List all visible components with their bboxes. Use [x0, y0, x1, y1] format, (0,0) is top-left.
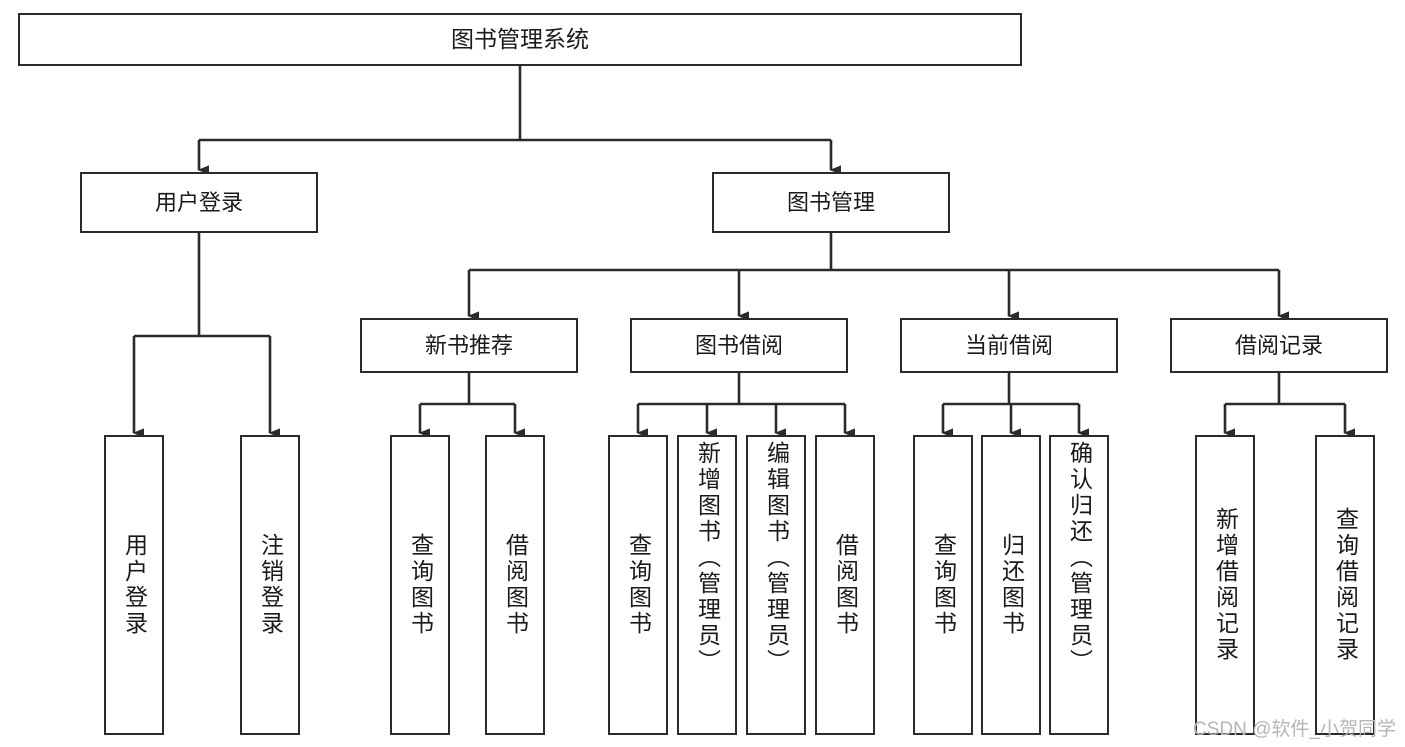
node-current-borrow[interactable]: 当前借阅	[900, 318, 1118, 373]
node-leaf-query-book-1-label: 查询图书	[407, 533, 434, 637]
csdn-watermark: CSDN @软件_小贺同学	[1193, 719, 1396, 740]
node-leaf-return-book-label: 归还图书	[998, 533, 1025, 637]
node-user-login-label: 用户登录	[154, 189, 243, 215]
node-new-book-recommend[interactable]: 新书推荐	[360, 318, 578, 373]
node-leaf-user-login-label: 用户登录	[121, 533, 148, 637]
node-leaf-borrow-book-1[interactable]: 借阅图书	[485, 435, 545, 735]
node-leaf-query-borrow-record[interactable]: 查询借阅记录	[1315, 435, 1375, 735]
node-leaf-query-borrow-record-label: 查询借阅记录	[1332, 507, 1359, 663]
node-leaf-add-book-admin-label: 新增图书（管理员）	[694, 441, 721, 675]
node-new-book-recommend-label: 新书推荐	[424, 332, 513, 358]
node-leaf-add-book-admin[interactable]: 新增图书（管理员）	[677, 435, 737, 735]
node-leaf-confirm-return-admin-label: 确认归还（管理员）	[1066, 441, 1093, 675]
node-book-management[interactable]: 图书管理	[712, 172, 950, 233]
node-leaf-edit-book-admin[interactable]: 编辑图书（管理员）	[746, 435, 806, 735]
node-leaf-query-book-2-label: 查询图书	[625, 533, 652, 637]
node-leaf-add-borrow-record[interactable]: 新增借阅记录	[1195, 435, 1255, 735]
node-book-borrow-label: 图书借阅	[694, 332, 783, 358]
node-current-borrow-label: 当前借阅	[964, 332, 1053, 358]
node-borrow-record-label: 借阅记录	[1234, 332, 1323, 358]
node-leaf-confirm-return-admin[interactable]: 确认归还（管理员）	[1049, 435, 1109, 735]
node-leaf-query-book-3[interactable]: 查询图书	[913, 435, 973, 735]
node-root-label: 图书管理系统	[451, 26, 589, 53]
node-leaf-add-borrow-record-label: 新增借阅记录	[1212, 507, 1239, 663]
node-root[interactable]: 图书管理系统	[18, 13, 1022, 66]
node-leaf-edit-book-admin-label: 编辑图书（管理员）	[763, 441, 790, 675]
node-leaf-logout-login[interactable]: 注销登录	[240, 435, 300, 735]
node-leaf-query-book-3-label: 查询图书	[930, 533, 957, 637]
node-leaf-borrow-book-2[interactable]: 借阅图书	[815, 435, 875, 735]
node-leaf-return-book[interactable]: 归还图书	[981, 435, 1041, 735]
node-book-borrow[interactable]: 图书借阅	[630, 318, 848, 373]
node-borrow-record[interactable]: 借阅记录	[1170, 318, 1388, 373]
node-leaf-logout-login-label: 注销登录	[257, 533, 284, 637]
node-book-management-label: 图书管理	[786, 189, 875, 215]
node-leaf-query-book-1[interactable]: 查询图书	[390, 435, 450, 735]
node-leaf-query-book-2[interactable]: 查询图书	[608, 435, 668, 735]
node-leaf-borrow-book-1-label: 借阅图书	[502, 533, 529, 637]
node-leaf-user-login[interactable]: 用户登录	[104, 435, 164, 735]
node-user-login[interactable]: 用户登录	[80, 172, 318, 233]
node-leaf-borrow-book-2-label: 借阅图书	[832, 533, 859, 637]
